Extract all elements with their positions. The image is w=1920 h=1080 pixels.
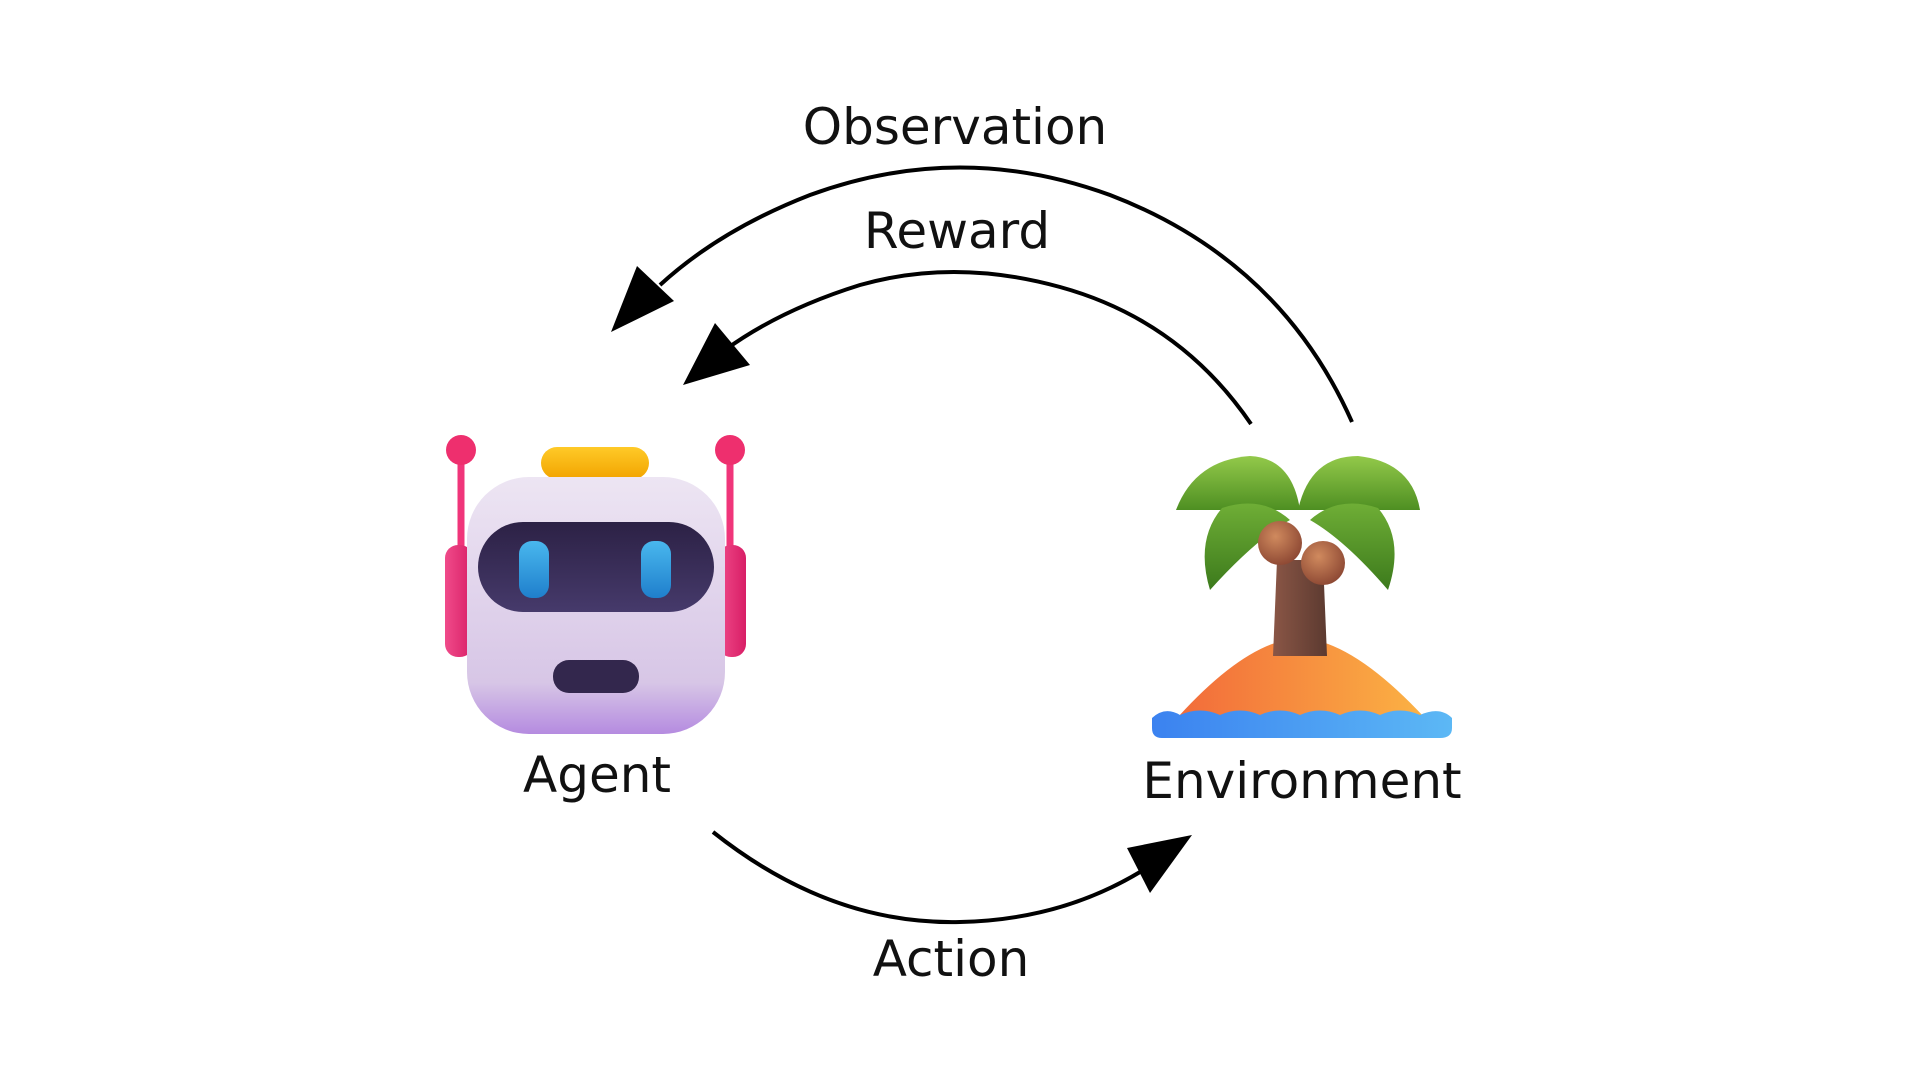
reward-arrowhead	[683, 323, 750, 385]
reward-arrow-line	[723, 269, 1253, 426]
action-label: Action	[872, 930, 1030, 988]
robot-icon	[445, 435, 746, 734]
palm-island-icon	[1152, 456, 1452, 738]
action-arrow	[711, 830, 1192, 925]
action-arrow-line	[711, 830, 1142, 925]
reward-label: Reward	[863, 202, 1051, 260]
observation-label: Observation	[802, 98, 1108, 156]
agent-label: Agent	[523, 746, 671, 804]
observation-arrow	[611, 165, 1354, 423]
observation-arrow-line	[658, 165, 1354, 423]
environment-label: Environment	[1142, 752, 1462, 810]
action-arrowhead	[1127, 835, 1192, 893]
observation-arrowhead	[611, 266, 674, 332]
reward-arrow	[683, 269, 1253, 426]
